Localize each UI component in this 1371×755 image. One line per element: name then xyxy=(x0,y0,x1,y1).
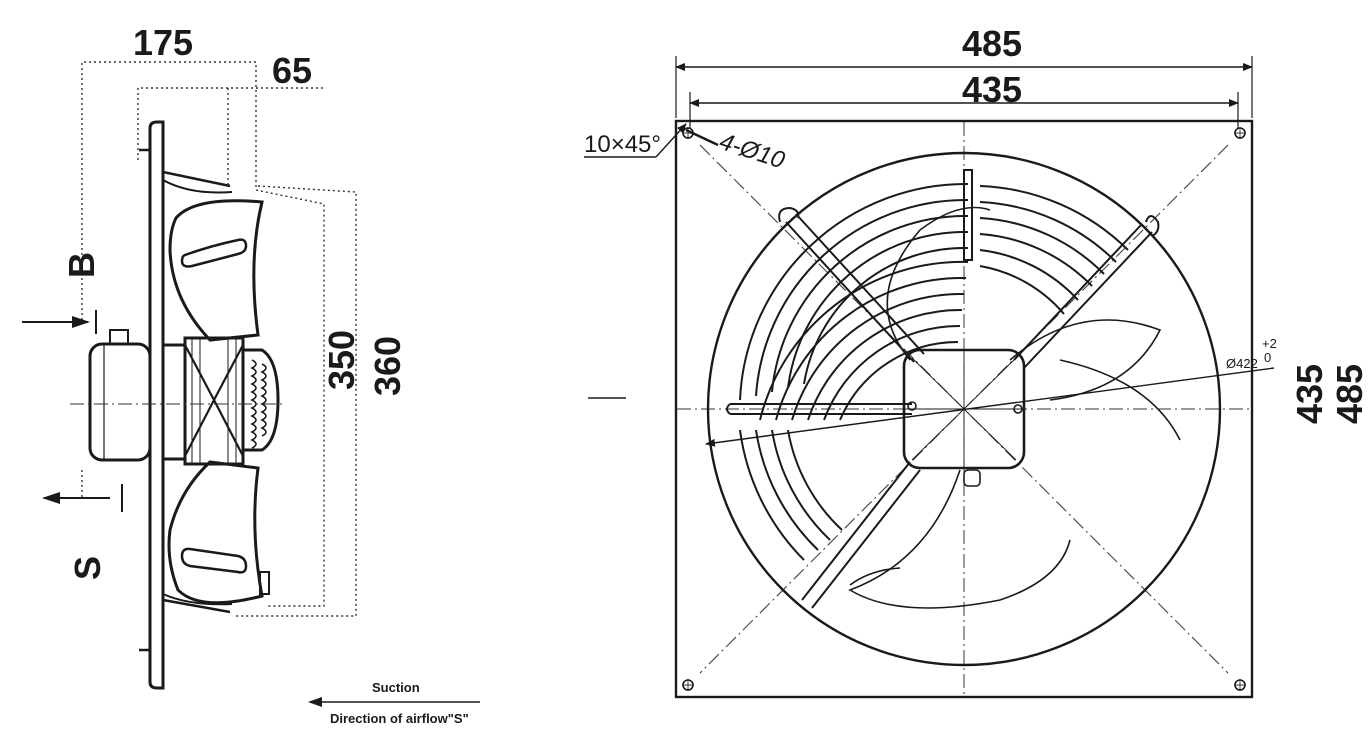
hole-icon xyxy=(1234,679,1246,691)
motor-body xyxy=(88,329,280,466)
label-s: S xyxy=(67,556,108,580)
hole-icon xyxy=(1234,127,1246,139)
dim-485-right-label: 485 xyxy=(1329,364,1370,424)
motor-hub xyxy=(902,348,1026,487)
mounting-plate xyxy=(139,120,233,690)
corner-holes xyxy=(682,127,1246,691)
upper-blade xyxy=(168,199,264,342)
dim-435-top-label: 435 xyxy=(962,69,1022,110)
side-dotted-extensions xyxy=(81,61,357,617)
holes-label: 4-Ø10 xyxy=(716,128,788,174)
airflow-note: Suction Direction of airflow"S" xyxy=(308,680,480,726)
square-frame xyxy=(674,119,1254,699)
chamfer-label: 10×45° xyxy=(584,131,661,158)
dim-485-top-label: 485 xyxy=(962,23,1022,64)
dim-175-label: 175 xyxy=(133,22,193,63)
tolerance-upper: +2 xyxy=(1262,336,1277,351)
hole-icon xyxy=(682,679,694,691)
guard-grille xyxy=(739,182,1129,561)
venturi-ring xyxy=(706,151,1222,667)
airflow-direction-label: Direction of airflow"S" xyxy=(330,711,469,726)
tolerance-lower: 0 xyxy=(1264,350,1271,365)
front-view: 485 435 10×45° 4-Ø10 xyxy=(584,23,1370,699)
dim-350-label: 350 xyxy=(321,330,362,390)
arrow-b-icon xyxy=(22,310,97,334)
guard-spokes xyxy=(726,169,1160,609)
dim-360-label: 360 xyxy=(367,336,408,396)
arrow-s-icon xyxy=(42,484,123,512)
dim-65-label: 65 xyxy=(272,50,312,91)
suction-label: Suction xyxy=(372,680,420,695)
hole-icon xyxy=(682,127,694,139)
diameter-label: Ø422 xyxy=(1226,356,1258,371)
label-b: B xyxy=(61,252,102,278)
dim-435-right-label: 435 xyxy=(1289,364,1330,424)
side-view: 175 65 350 360 B S xyxy=(22,22,408,690)
fan-blades xyxy=(848,206,1181,609)
lower-blade xyxy=(167,460,270,605)
diameter-line xyxy=(705,367,1275,447)
